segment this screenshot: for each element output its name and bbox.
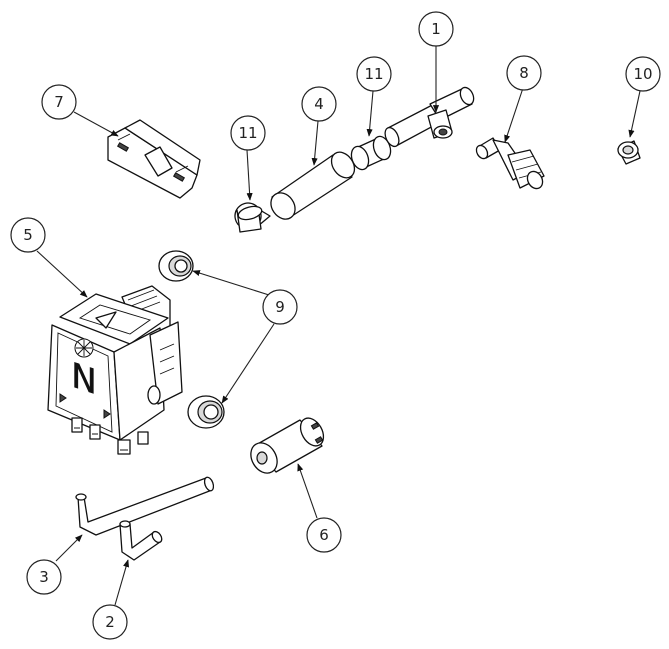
callout-3: 3 <box>26 559 62 595</box>
leader-lines <box>36 46 641 606</box>
part-5-module: N <box>47 285 183 455</box>
svg-text:11: 11 <box>238 124 257 142</box>
svg-text:8: 8 <box>519 64 529 82</box>
part-4-tube <box>270 151 356 220</box>
fan-icon <box>74 338 94 358</box>
callout-7: 7 <box>41 84 77 120</box>
module-mark: N <box>71 356 96 403</box>
part-1-tee-fitting <box>384 86 475 148</box>
callout-6: 6 <box>306 517 342 553</box>
svg-text:11: 11 <box>364 65 383 83</box>
callout-11-left: 11 <box>230 115 266 151</box>
callout-5: 5 <box>10 217 46 253</box>
svg-text:2: 2 <box>105 613 115 631</box>
part-8-adapter <box>475 137 545 190</box>
callout-9: 9 <box>262 289 298 325</box>
svg-text:10: 10 <box>633 65 652 83</box>
part-2-hose-short <box>119 520 163 561</box>
part-3-hose-long <box>75 476 215 536</box>
svg-text:9: 9 <box>275 298 285 316</box>
callout-2: 2 <box>92 604 128 640</box>
part-9-grommet-bottom <box>187 395 225 429</box>
svg-text:7: 7 <box>54 93 64 111</box>
part-7-bracket <box>107 119 201 199</box>
part-11-sleeve-right <box>350 135 392 171</box>
svg-text:3: 3 <box>39 568 49 586</box>
callout-8: 8 <box>506 55 542 91</box>
callout-4: 4 <box>301 86 337 122</box>
callout-10: 10 <box>625 56 661 92</box>
part-6-filter <box>250 417 325 474</box>
callout-1: 1 <box>418 11 454 47</box>
part-11-sleeve-left <box>234 202 271 233</box>
module-feet <box>71 417 149 455</box>
part-10-cap <box>617 140 641 165</box>
callout-11-right: 11 <box>356 56 392 92</box>
svg-text:5: 5 <box>23 226 33 244</box>
part-9-grommet-top <box>158 250 194 282</box>
svg-text:6: 6 <box>319 526 329 544</box>
svg-text:4: 4 <box>314 95 324 113</box>
svg-text:1: 1 <box>431 20 441 38</box>
